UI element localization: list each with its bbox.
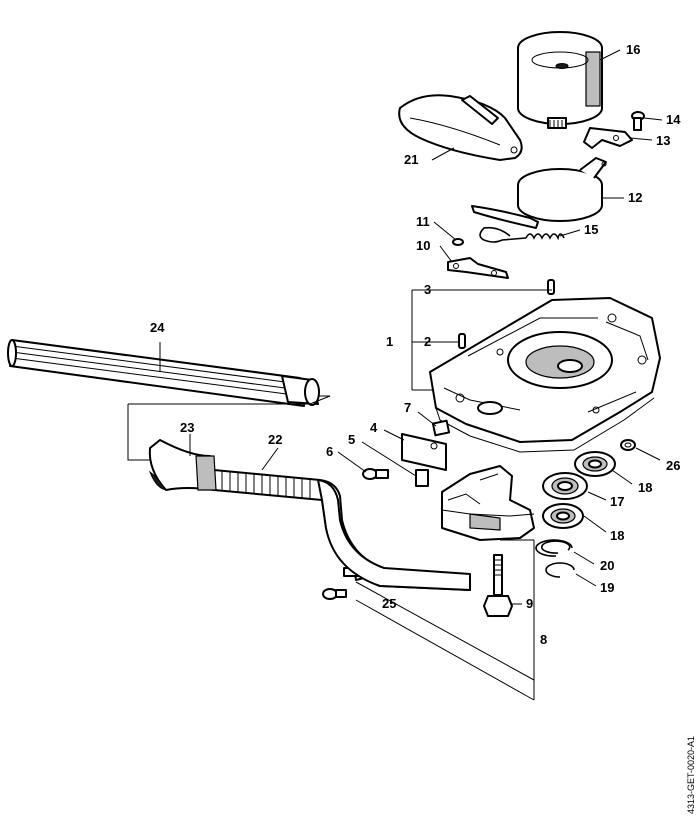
part-9-shaft	[483, 554, 513, 617]
label-4: 4	[370, 420, 378, 435]
part-2-pin	[458, 333, 466, 349]
part-23-nozzle	[148, 439, 217, 491]
leader-lines	[159, 49, 663, 605]
label-5: 5	[348, 432, 355, 447]
part-24-tube	[7, 339, 320, 407]
part-26-nut	[620, 439, 636, 451]
label-9: 9	[526, 596, 533, 611]
label-3: 3	[424, 282, 431, 297]
label-23: 23	[180, 420, 194, 435]
label-10: 10	[416, 238, 430, 253]
label-2: 2	[424, 334, 431, 349]
part-6-screw	[362, 468, 389, 480]
label-25: 25	[382, 596, 396, 611]
label-26: 26	[666, 458, 680, 473]
part-5-block	[415, 469, 429, 487]
label-1: 1	[386, 334, 393, 349]
part-25-screw	[322, 588, 347, 600]
part-22-hose	[213, 469, 471, 591]
label-17: 17	[610, 494, 624, 509]
part-18-bearing-lower	[542, 503, 584, 529]
part-15-spring	[479, 226, 565, 243]
label-6: 6	[326, 444, 333, 459]
label-18-upper: 18	[638, 480, 652, 495]
label-16: 16	[626, 42, 640, 57]
label-22: 22	[268, 432, 282, 447]
label-7: 7	[404, 400, 411, 415]
part-4-plate	[401, 433, 447, 471]
part-14-screw	[631, 111, 645, 131]
part-21-cover	[398, 94, 523, 161]
part-3-pin	[547, 279, 555, 295]
part-11-nut	[452, 238, 464, 246]
group-brackets	[127, 289, 552, 701]
label-19: 19	[600, 580, 614, 595]
label-20: 20	[600, 558, 614, 573]
label-14: 14	[666, 112, 681, 127]
label-15: 15	[584, 222, 598, 237]
callout-labels: 16 14 13 21 12 11 15 10 3 24 2 1 7 4 23 …	[150, 42, 681, 647]
part-18-bearing-upper	[574, 451, 616, 477]
label-8: 8	[540, 632, 547, 647]
label-21: 21	[404, 152, 418, 167]
label-11: 11	[416, 214, 430, 229]
part-20-circlip	[535, 539, 573, 557]
part-12-brake-band	[471, 157, 607, 229]
part-17-bearing	[542, 472, 588, 500]
part-13-bracket	[583, 127, 633, 149]
label-13: 13	[656, 133, 670, 148]
part-8-gear-assembly	[441, 465, 535, 541]
part-1-housing	[429, 297, 661, 453]
label-18-lower: 18	[610, 528, 624, 543]
part-16-drum	[517, 31, 603, 129]
drawing-code: 4313-GET-0020-A1	[686, 736, 696, 814]
label-24: 24	[150, 320, 165, 335]
part-19-circlip	[545, 562, 575, 578]
part-10-lever	[447, 257, 509, 279]
label-12: 12	[628, 190, 642, 205]
part-7-square-nut	[431, 419, 451, 437]
